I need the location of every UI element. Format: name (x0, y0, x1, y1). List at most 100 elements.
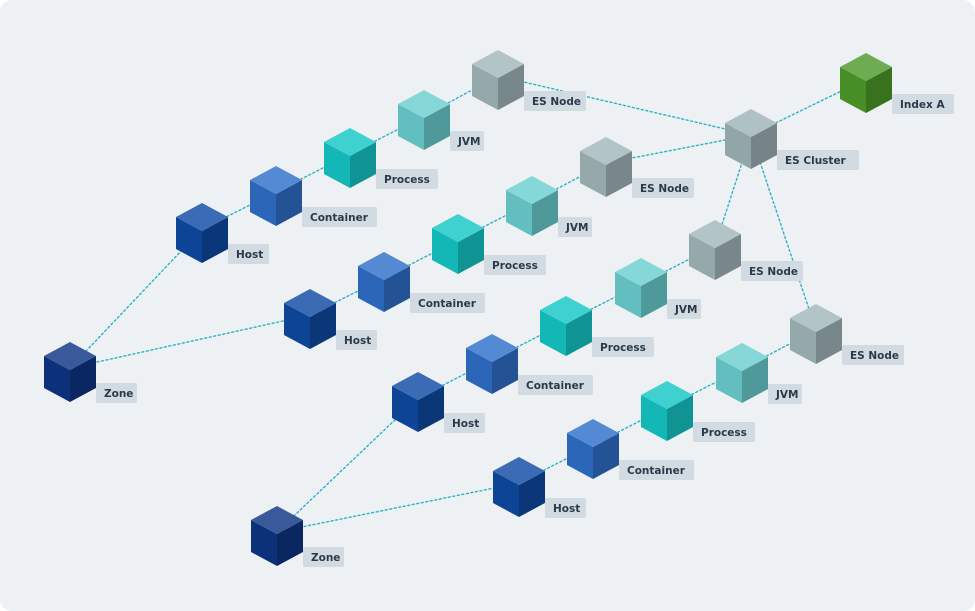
cube-left-face (324, 142, 350, 188)
cube-top-face (466, 334, 518, 362)
cube-right-face (492, 348, 518, 394)
cube-left-face (176, 217, 202, 263)
cube-top-face (615, 258, 667, 286)
node-label: JVM (674, 304, 697, 316)
node-jvm1[interactable]: JVM (398, 90, 484, 151)
node-label: Process (492, 260, 538, 272)
cube-top-face (689, 220, 741, 248)
cube-left-face (472, 64, 498, 110)
node-zone1[interactable]: Zone (44, 342, 137, 403)
cube-top-face (840, 53, 892, 81)
edge-zone2-host4 (276, 482, 520, 533)
node-process3[interactable]: Process (540, 296, 654, 357)
node-label: Index A (900, 99, 945, 111)
cube-top-face (506, 176, 558, 204)
node-label: Process (701, 427, 747, 439)
node-label-background (302, 207, 377, 227)
node-esnode1[interactable]: ES Node (472, 50, 586, 111)
cube-right-face (310, 303, 336, 349)
node-host3[interactable]: Host (392, 372, 485, 433)
node-label: Host (344, 335, 371, 347)
node-label: Container (310, 212, 369, 224)
cube-right-face (498, 64, 524, 110)
cube-left-face (466, 348, 492, 394)
cube-top-face (790, 304, 842, 332)
cube-left-face (540, 310, 566, 356)
node-container1[interactable]: Container (250, 166, 377, 227)
node-esnode2[interactable]: ES Node (580, 137, 694, 198)
node-label: Process (600, 342, 646, 354)
node-label-background (558, 217, 592, 237)
node-container4[interactable]: Container (567, 419, 694, 480)
node-label: JVM (457, 136, 480, 148)
node-label-background (545, 498, 586, 518)
cube-right-face (715, 234, 741, 280)
cube-right-face (277, 520, 303, 566)
node-label-background (632, 178, 694, 198)
cube-left-face (392, 386, 418, 432)
cube-left-face (615, 272, 641, 318)
node-esnode3[interactable]: ES Node (689, 220, 803, 281)
edge-zone1-host1 (69, 228, 203, 369)
cube-left-face (716, 357, 742, 403)
cube-right-face (70, 356, 96, 402)
node-host2[interactable]: Host (284, 289, 377, 350)
node-label-background (693, 422, 755, 442)
cube-left-face (284, 303, 310, 349)
node-label-background (518, 375, 593, 395)
cube-left-face (506, 190, 532, 236)
cube-left-face (493, 471, 519, 517)
node-label: Container (627, 465, 686, 477)
node-jvm2[interactable]: JVM (506, 176, 592, 237)
cube-top-face (398, 90, 450, 118)
node-host1[interactable]: Host (176, 203, 269, 264)
node-label-background (336, 330, 377, 350)
node-esnode4[interactable]: ES Node (790, 304, 904, 365)
edge-zone1-host2 (69, 314, 311, 369)
node-label: Container (526, 380, 585, 392)
cube-right-face (532, 190, 558, 236)
node-host4[interactable]: Host (493, 457, 586, 518)
cube-top-face (176, 203, 228, 231)
node-label: Zone (104, 388, 133, 400)
node-label-background (450, 131, 484, 151)
node-container2[interactable]: Container (358, 252, 485, 313)
node-label: Container (418, 298, 477, 310)
cube-right-face (866, 67, 892, 113)
node-escluster[interactable]: ES Cluster (725, 109, 859, 170)
cube-left-face (840, 67, 866, 113)
node-label-background (741, 261, 803, 281)
node-container3[interactable]: Container (466, 334, 593, 395)
node-label-background (768, 384, 802, 404)
cube-top-face (250, 166, 302, 194)
node-process2[interactable]: Process (432, 214, 546, 275)
cube-left-face (358, 266, 384, 312)
node-label: Host (236, 249, 263, 261)
cube-right-face (816, 318, 842, 364)
node-indexa[interactable]: Index A (840, 53, 954, 114)
cube-left-face (790, 318, 816, 364)
node-label: ES Node (640, 183, 689, 195)
node-zone2[interactable]: Zone (251, 506, 344, 567)
cube-right-face (202, 217, 228, 263)
cube-left-face (567, 433, 593, 479)
node-label: Host (553, 503, 580, 515)
node-label: ES Node (850, 350, 899, 362)
cube-top-face (392, 372, 444, 400)
edge-esnode4-escluster (750, 134, 817, 331)
cube-right-face (418, 386, 444, 432)
node-label-background (303, 547, 344, 567)
node-process1[interactable]: Process (324, 128, 438, 189)
cube-left-face (432, 228, 458, 274)
node-label-background (777, 150, 859, 170)
cube-right-face (384, 266, 410, 312)
edge-esnode1-escluster (497, 75, 752, 136)
node-jvm4[interactable]: JVM (716, 343, 802, 404)
cube-right-face (751, 123, 777, 169)
cube-top-face (472, 50, 524, 78)
node-jvm3[interactable]: JVM (615, 258, 701, 319)
cube-left-face (641, 395, 667, 441)
cube-right-face (276, 180, 302, 226)
cube-right-face (566, 310, 592, 356)
node-process4[interactable]: Process (641, 381, 755, 442)
